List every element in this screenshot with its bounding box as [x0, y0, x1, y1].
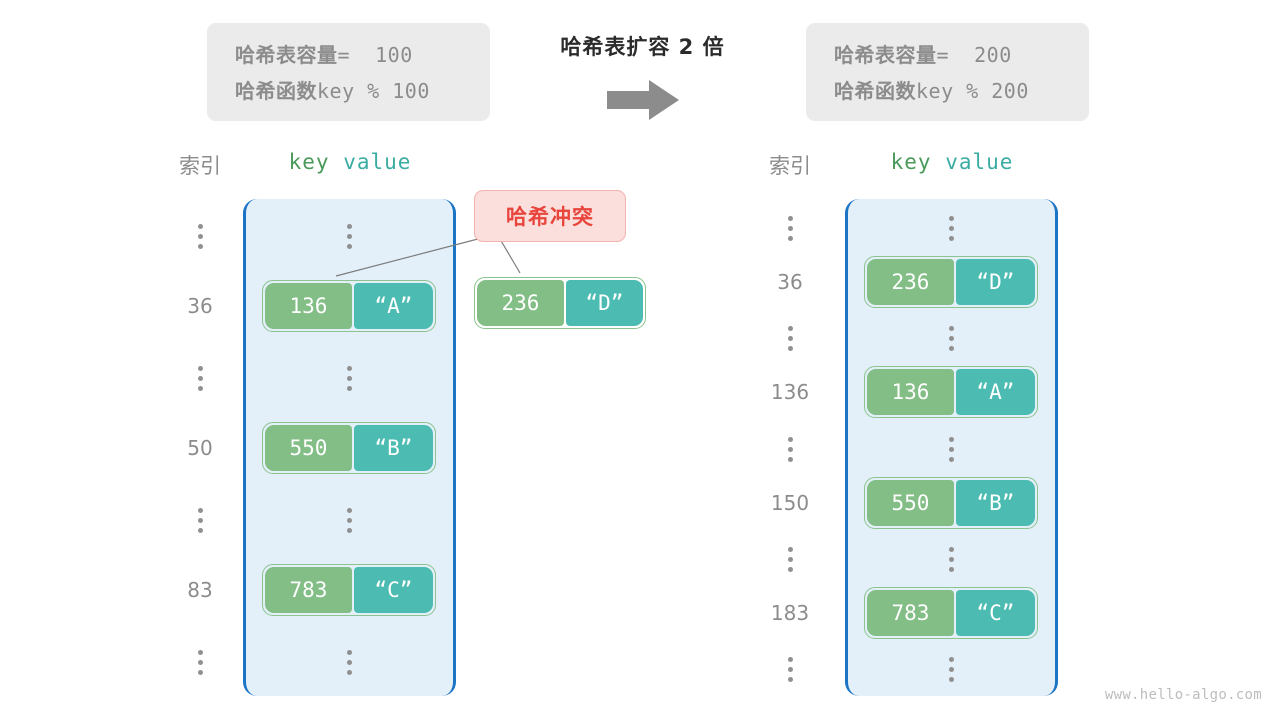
entry-key: 783 — [867, 590, 954, 637]
entry-key: 550 — [265, 424, 352, 471]
table-row: 136“A” — [262, 279, 436, 332]
vertical-ellipsis-icon — [243, 223, 456, 249]
left-index-header: 索引 — [179, 154, 221, 178]
left-index-column: 36 50 83 — [155, 199, 245, 696]
row-index-label: 83 — [187, 577, 213, 602]
entry-key: 236 — [867, 258, 954, 305]
vertical-ellipsis-icon — [845, 546, 1058, 572]
entry-value: “A” — [353, 282, 433, 329]
entry-value: “A” — [955, 369, 1035, 416]
entry-key: 136 — [867, 369, 954, 416]
entry-value: “C” — [353, 566, 433, 613]
hash-function-label: 哈希函数 — [834, 78, 916, 103]
row-index-label: 136 — [770, 380, 810, 405]
table-row: 783“C” — [262, 563, 436, 616]
vertical-ellipsis-icon — [745, 326, 835, 352]
table-row: 783“C” — [864, 587, 1038, 640]
table-row: 136“A” — [864, 366, 1038, 419]
capacity-line-after: 哈希表容量 = 200 — [834, 39, 1061, 68]
vertical-ellipsis-icon — [243, 649, 456, 675]
table-row: 236“D” — [864, 255, 1038, 308]
entry-key: 136 — [265, 282, 352, 329]
vertical-ellipsis-icon — [745, 657, 835, 683]
entry-key: 783 — [265, 566, 352, 613]
hash-function-line-after: 哈希函数 key % 200 — [834, 75, 1061, 104]
vertical-ellipsis-icon — [745, 546, 835, 572]
hash-table-info-after: 哈希表容量 = 200 哈希函数 key % 200 — [806, 23, 1089, 121]
hash-function-label: 哈希函数 — [235, 78, 317, 103]
entry-value: “D” — [955, 258, 1035, 305]
vertical-ellipsis-icon — [845, 657, 1058, 683]
floating-entry-collision: 236 “D” — [474, 277, 646, 329]
vertical-ellipsis-icon — [745, 436, 835, 462]
vertical-ellipsis-icon — [845, 436, 1058, 462]
hash-function-value: key % 200 — [916, 78, 1029, 103]
collision-badge: 哈希冲突 — [474, 190, 626, 242]
left-kv-header: key value — [244, 150, 456, 174]
entry-value: “D” — [565, 280, 643, 326]
entry-value: “B” — [353, 424, 433, 471]
vertical-ellipsis-icon — [745, 215, 835, 241]
right-index-header: 索引 — [769, 154, 811, 178]
vertical-ellipsis-icon — [155, 365, 245, 391]
right-index-column: 36 136 150 183 — [745, 199, 835, 696]
vertical-ellipsis-icon — [243, 365, 456, 391]
capacity-line-before: 哈希表容量 = 100 — [235, 39, 462, 68]
capacity-value: = 100 — [337, 42, 413, 67]
row-index-label: 50 — [187, 435, 213, 460]
hash-table-info-before: 哈希表容量 = 100 哈希函数 key % 100 — [207, 23, 490, 121]
right-entry-column: 236“D” 136“A” 550“B” 783“C” — [845, 199, 1058, 696]
right-kv-header: key value — [846, 150, 1058, 174]
vertical-ellipsis-icon — [845, 215, 1058, 241]
right-arrow-icon — [607, 80, 679, 120]
transform-title: 哈希表扩容 2 倍 — [560, 35, 725, 59]
value-header: value — [945, 150, 1014, 174]
capacity-value: = 200 — [936, 42, 1012, 67]
hash-function-value: key % 100 — [317, 78, 430, 103]
row-index-label: 36 — [187, 293, 213, 318]
capacity-label: 哈希表容量 — [235, 42, 338, 67]
value-header: value — [343, 150, 412, 174]
watermark: www.hello-algo.com — [1104, 687, 1262, 703]
left-entry-column: 136“A” 550“B” 783“C” — [243, 199, 456, 696]
vertical-ellipsis-icon — [155, 507, 245, 533]
vertical-ellipsis-icon — [155, 223, 245, 249]
row-index-label: 183 — [770, 601, 810, 626]
entry-value: “B” — [955, 479, 1035, 526]
table-row: 550“B” — [864, 476, 1038, 529]
key-header: key — [890, 150, 932, 174]
vertical-ellipsis-icon — [155, 649, 245, 675]
capacity-label: 哈希表容量 — [834, 42, 937, 67]
entry-key: 236 — [477, 280, 564, 326]
vertical-ellipsis-icon — [845, 326, 1058, 352]
hash-function-line-before: 哈希函数 key % 100 — [235, 75, 462, 104]
row-index-label: 150 — [770, 490, 810, 515]
entry-key: 550 — [867, 479, 954, 526]
table-row: 550“B” — [262, 421, 436, 474]
key-header: key — [288, 150, 330, 174]
row-index-label: 36 — [777, 269, 803, 294]
vertical-ellipsis-icon — [243, 507, 456, 533]
entry-value: “C” — [955, 590, 1035, 637]
